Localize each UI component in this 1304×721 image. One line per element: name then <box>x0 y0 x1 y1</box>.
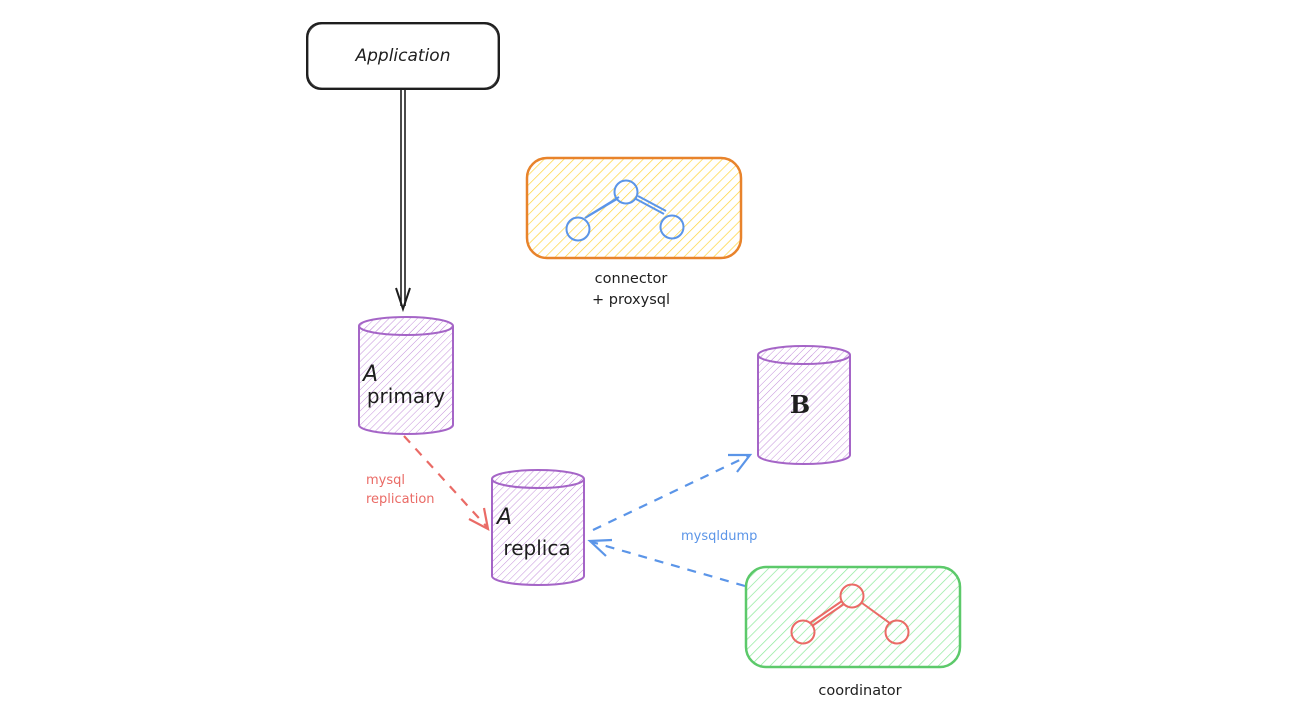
a-primary-database[interactable]: A primary <box>358 316 454 435</box>
coordinator-label: coordinator <box>818 683 901 699</box>
application-label: Application <box>355 46 451 66</box>
a-primary-label-line2: primary <box>367 384 445 408</box>
connector-label-line1: connector <box>595 271 668 287</box>
connector-label-line2: + proxysql <box>592 292 670 308</box>
graph-icon <box>790 583 910 645</box>
coordinator-to-replica-arrow <box>587 538 746 588</box>
replication-label-line1: mysql <box>366 473 405 488</box>
application-node[interactable]: Application <box>306 22 500 90</box>
coordinator-node[interactable]: coordinator <box>744 565 962 699</box>
application-to-primary-arrow <box>395 89 411 313</box>
a-replica-label-line2: replica <box>503 536 570 560</box>
mysqldump-label: mysqldump <box>681 529 757 544</box>
replica-to-b-arrow <box>592 453 753 531</box>
a-replica-database[interactable]: A replica <box>491 469 585 586</box>
b-label: B <box>790 390 810 419</box>
graph-icon <box>565 179 685 242</box>
replication-label-line2: replication <box>366 492 435 507</box>
replication-arrow: mysql replication <box>366 435 490 532</box>
connector-node[interactable]: connector + proxysql <box>525 156 743 308</box>
a-primary-label-line1: A <box>361 362 378 387</box>
a-replica-label-line1: A <box>495 505 512 530</box>
b-database[interactable]: B <box>757 345 851 465</box>
